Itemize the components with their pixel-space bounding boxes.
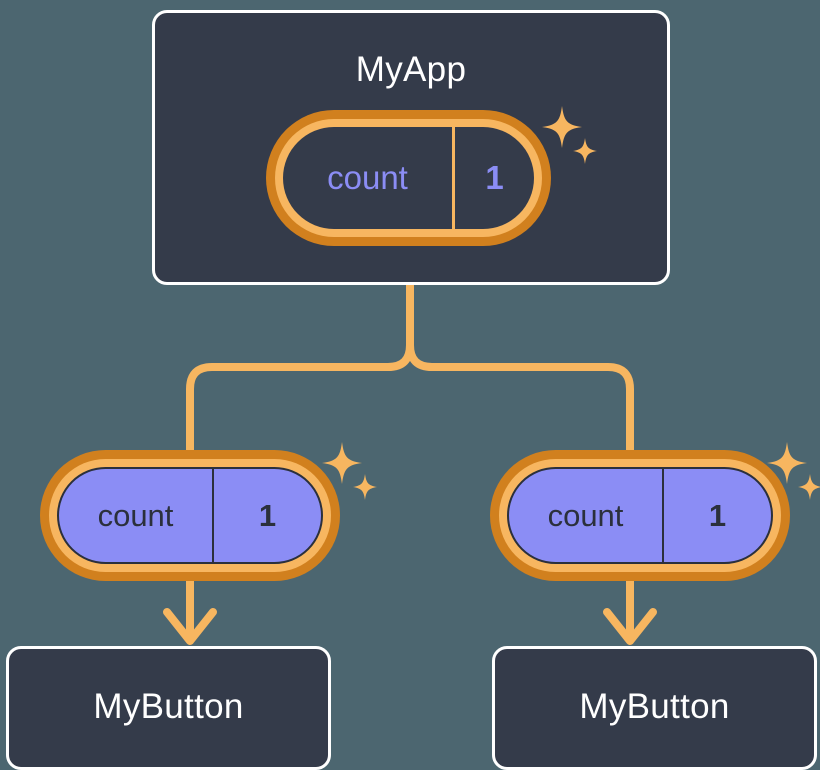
state-pill-ring: count 1 [49, 459, 331, 572]
component-box-mybutton-right[interactable]: MyButton [492, 646, 817, 770]
arrow-down-icon-right [603, 574, 657, 645]
state-value-label: 1 [258, 497, 277, 533]
state-pill-left[interactable]: count 1 [40, 450, 340, 581]
state-pill-ring: count 1 [499, 459, 781, 572]
state-value-label: 1 [485, 159, 504, 196]
arrow-down-icon-left [163, 574, 217, 645]
component-label-mybutton-left: MyButton [93, 687, 244, 726]
state-pill-right[interactable]: count 1 [490, 450, 790, 581]
state-pill-face: count 1 [57, 467, 323, 564]
connector-root-to-right [406, 281, 634, 456]
connector-root-to-left [186, 281, 414, 456]
component-label-mybutton-right: MyButton [579, 687, 730, 726]
state-pill-myapp[interactable]: count 1 [266, 110, 551, 246]
state-pill-ring: count 1 [275, 119, 542, 237]
state-key-label: count [509, 469, 664, 562]
state-value-label: 1 [708, 497, 727, 533]
state-pill-face: count 1 [283, 127, 534, 229]
state-key-label: count [59, 469, 214, 562]
component-label-myapp: MyApp [355, 50, 467, 89]
state-pill-face: count 1 [507, 467, 773, 564]
state-key-label: count [283, 127, 455, 229]
component-box-mybutton-left[interactable]: MyButton [6, 646, 331, 770]
